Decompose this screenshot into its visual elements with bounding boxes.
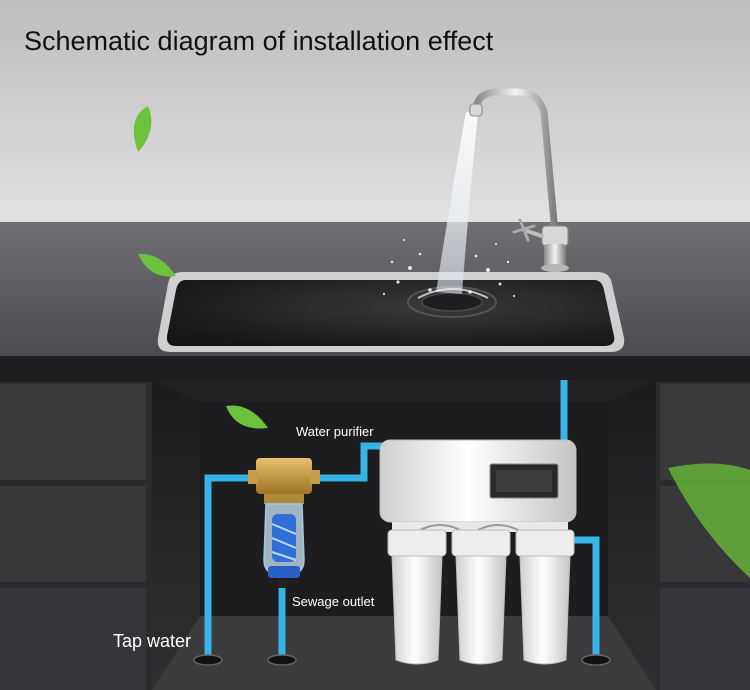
pipe-to-purifier: [312, 442, 386, 482]
filter-cartridges: [387, 529, 575, 665]
water-purifier-unit: [379, 439, 577, 665]
leaf-icons: [133, 106, 750, 578]
water-pipes: [204, 380, 600, 658]
faucet-icon: [469, 88, 569, 272]
leaf-icon: [133, 106, 152, 152]
pipe-drain: [572, 536, 600, 656]
page-title: Schematic diagram of installation effect: [24, 26, 494, 56]
label-tap-water: Tap water: [113, 631, 192, 651]
label-sewage-outlet: Sewage outlet: [292, 594, 375, 609]
wall-background: [0, 0, 750, 228]
leaf-icon: [668, 463, 750, 578]
pipe-tap-inlet: [204, 474, 252, 656]
water-stream: [382, 112, 516, 299]
leaf-icon: [138, 253, 176, 277]
leaf-icon: [226, 405, 268, 429]
cabinet-doors: [0, 384, 750, 690]
label-water-purifier: Water purifier: [296, 424, 374, 439]
pre-filter: [248, 458, 320, 588]
sink: [157, 272, 625, 352]
floor-outlets: [193, 654, 611, 666]
